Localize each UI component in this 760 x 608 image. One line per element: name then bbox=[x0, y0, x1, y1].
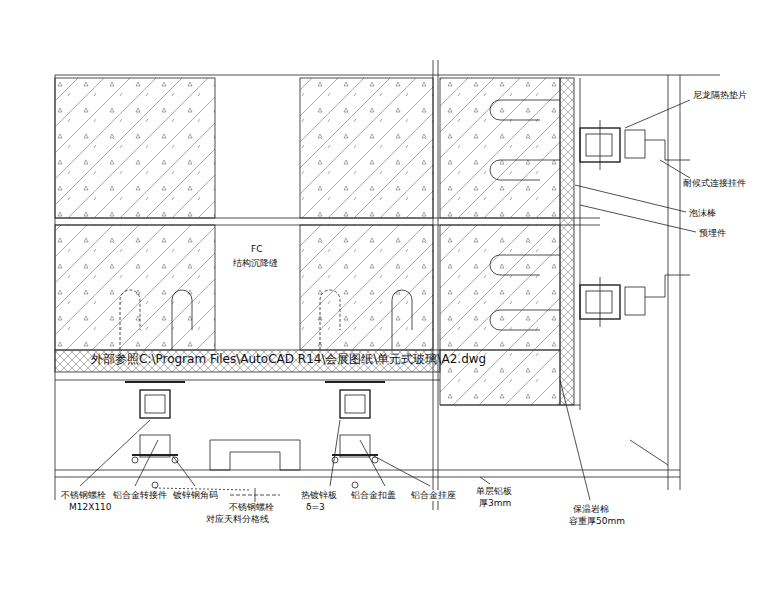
part-label: 耐候式连接挂件 bbox=[682, 178, 747, 189]
part-label: 预埋件 bbox=[698, 228, 727, 239]
part-label: 热镀锌板 bbox=[300, 490, 338, 501]
part-label: 铝合金扣盖 bbox=[350, 490, 397, 501]
part-label: M12X110 bbox=[68, 502, 113, 513]
part-label: 单层铝板 bbox=[475, 486, 513, 497]
part-label: 镀锌钢角码 bbox=[172, 490, 219, 501]
part-label: 泡沫棒 bbox=[688, 208, 717, 219]
part-label: 保温岩棉 bbox=[572, 504, 610, 515]
part-label: 对应天料分格线 bbox=[205, 514, 270, 525]
joint-label: 结构沉降缝 bbox=[232, 258, 279, 269]
part-label: 容重厚50mm bbox=[568, 516, 626, 527]
part-label: 厚3mm bbox=[478, 498, 512, 509]
part-label: 铝合金转接件 bbox=[112, 490, 168, 501]
joint-code: FC bbox=[250, 244, 263, 255]
part-label: δ=3 bbox=[305, 502, 326, 513]
part-label: 不锈钢螺栓 bbox=[60, 490, 107, 501]
xref-watermark: 外部参照C:\Program Files\AutoCAD R14\会展图纸\单元… bbox=[90, 352, 487, 366]
part-label: 尼龙隔热垫片 bbox=[692, 90, 748, 101]
part-label: 铝合金挂座 bbox=[410, 490, 457, 501]
part-label: 不锈钢螺栓 bbox=[228, 502, 275, 513]
